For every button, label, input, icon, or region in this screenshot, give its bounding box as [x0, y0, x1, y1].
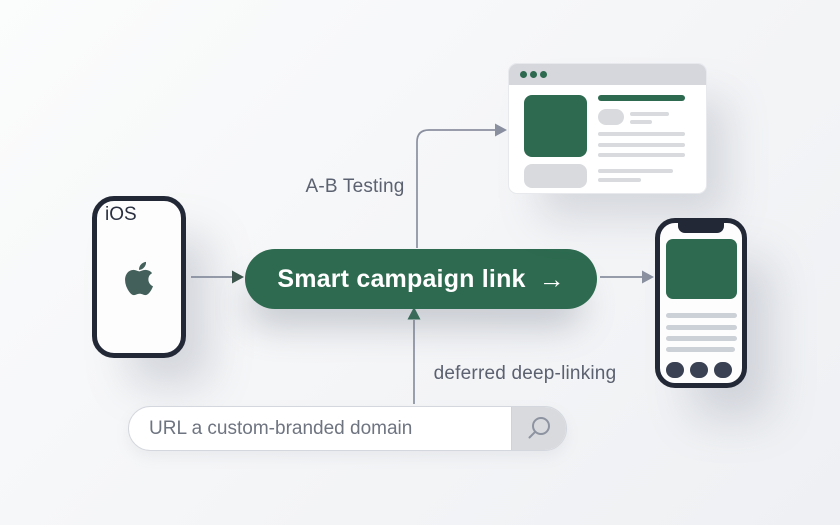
browser-text-line [598, 143, 685, 147]
browser-thumb-placeholder [524, 164, 587, 188]
browser-text-line [598, 153, 685, 157]
browser-text-line [598, 132, 685, 136]
arrow-phone-to-pill [191, 270, 244, 284]
search-icon [528, 416, 550, 438]
browser-text-line [630, 112, 669, 116]
phone-button-placeholder [714, 362, 732, 378]
ab-testing-label: A-B Testing [305, 176, 405, 197]
browser-text-line [598, 169, 673, 173]
browser-hero-image-placeholder [524, 95, 587, 157]
deferred-deep-linking-label: deferred deep-linking [433, 363, 617, 384]
ios-phone-illustration: iOS [92, 196, 186, 358]
browser-avatar-placeholder [598, 109, 624, 125]
window-dot-icon [540, 71, 547, 78]
browser-title-placeholder [598, 95, 685, 101]
phone-text-line [666, 347, 735, 352]
smart-campaign-link-label: Smart campaign link [277, 264, 526, 293]
browser-text-line [598, 178, 641, 182]
window-dot-icon [530, 71, 537, 78]
phone-text-line [666, 325, 737, 330]
browser-window-illustration [508, 63, 707, 194]
smart-campaign-link-button[interactable]: Smart campaign link → [245, 249, 597, 309]
url-bar [128, 406, 567, 451]
search-button[interactable] [511, 407, 566, 450]
phone-text-line [666, 313, 737, 318]
phone-hero-placeholder [666, 239, 737, 299]
arrow-urlbar-to-pill [407, 307, 421, 404]
ios-label: iOS [105, 204, 137, 225]
browser-text-line [630, 120, 652, 124]
target-phone-illustration [655, 218, 747, 388]
arrow-right-icon: → [538, 264, 565, 294]
phone-notch [678, 222, 724, 233]
apple-icon [123, 260, 155, 298]
phone-button-placeholder [666, 362, 684, 378]
phone-button-placeholder [690, 362, 708, 378]
phone-text-line [666, 336, 737, 341]
browser-titlebar [509, 64, 706, 85]
window-dot-icon [520, 71, 527, 78]
arrow-pill-to-phone [600, 270, 654, 284]
url-input[interactable] [129, 407, 511, 450]
